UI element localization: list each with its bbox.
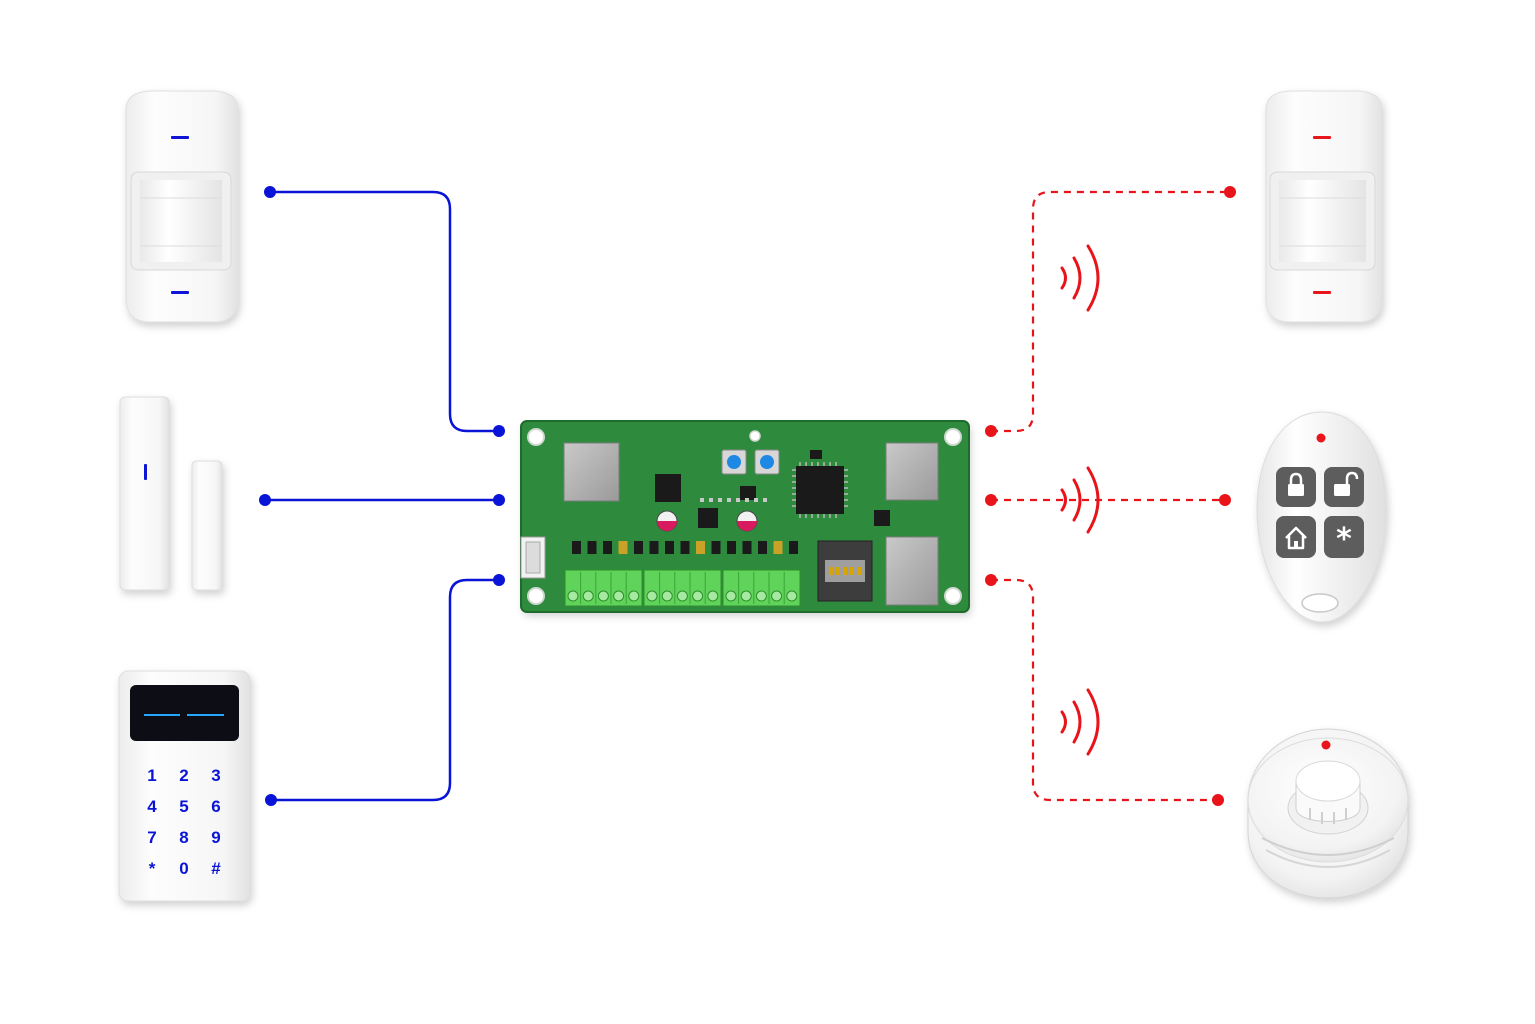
pir-motion-sensor-icon <box>1265 90 1383 323</box>
terminal-screw <box>646 590 658 602</box>
home-icon <box>1276 516 1316 558</box>
keypad-key: 7 <box>147 828 156 847</box>
keypad-key: 1 <box>147 766 156 785</box>
terminal-screw <box>786 590 798 602</box>
terminal-screw <box>755 590 767 602</box>
keypad-key: 3 <box>211 766 220 785</box>
wireless-connections <box>985 186 1236 806</box>
keypad-key: 4 <box>147 797 157 816</box>
wireless-link-pir <box>991 190 1230 433</box>
terminal-screw <box>707 590 719 602</box>
smd-component <box>572 541 581 554</box>
wired-connections <box>259 186 505 806</box>
smd-component <box>634 541 643 554</box>
radio-wave-icon <box>1060 244 1100 312</box>
terminal-screw <box>692 590 704 602</box>
smd-component <box>696 541 705 554</box>
pcb-smd-components <box>572 498 798 554</box>
smd-pad <box>727 498 731 502</box>
pir-motion-sensor-icon <box>125 90 239 323</box>
smd-pad <box>736 498 740 502</box>
keypad-keys: 1 2 3 4 5 6 7 8 9 * 0 # <box>147 766 221 878</box>
keypad-key: 8 <box>179 828 188 847</box>
terminal-screw <box>676 590 688 602</box>
terminal-screw <box>740 590 752 602</box>
key-fob-buttons: * <box>1276 467 1364 558</box>
smd-pad <box>763 498 767 502</box>
terminal-screw <box>725 590 737 602</box>
smd-component <box>665 541 674 554</box>
keypad-key: 2 <box>179 766 188 785</box>
smd-pad <box>745 498 749 502</box>
keypad-key: 9 <box>211 828 220 847</box>
terminal-screw <box>661 590 673 602</box>
radio-wave-icon <box>1060 466 1100 534</box>
radio-wave-icon <box>1060 688 1100 756</box>
smoke-detector-icon <box>1247 728 1409 899</box>
smd-pad <box>718 498 722 502</box>
smd-component <box>587 541 597 554</box>
smd-pad <box>754 498 758 502</box>
keypad-key: 5 <box>179 797 188 816</box>
smd-component <box>773 541 783 554</box>
smd-component <box>603 541 612 554</box>
wireless-link-smoke <box>991 578 1218 802</box>
terminal-screw <box>628 590 640 602</box>
smd-component <box>711 541 721 554</box>
smd-component <box>680 541 690 554</box>
keypad-icon <box>118 670 251 902</box>
smd-component <box>727 541 736 554</box>
smd-component <box>649 541 659 554</box>
terminal-blocks <box>564 569 801 607</box>
wired-link-pir <box>270 190 499 433</box>
keypad-key: 0 <box>179 859 188 878</box>
asterisk-icon: * <box>1324 516 1364 558</box>
terminal-screw <box>582 590 594 602</box>
terminal-screw <box>597 590 609 602</box>
smd-component <box>742 541 752 554</box>
terminal-screw <box>613 590 625 602</box>
terminal-screw <box>771 590 783 602</box>
unlock-icon <box>1324 467 1364 507</box>
door-contact-sensor-icon <box>119 396 223 591</box>
smd-component <box>618 541 628 554</box>
smd-pad <box>700 498 704 502</box>
keypad-key: 6 <box>211 797 220 816</box>
smd-component <box>789 541 798 554</box>
key-fob-icon <box>1256 411 1387 623</box>
asterisk-label: * <box>1336 522 1352 557</box>
smd-pad <box>709 498 713 502</box>
keypad-key: * <box>149 859 156 878</box>
terminal-screw <box>567 590 579 602</box>
wired-link-keypad <box>271 578 499 802</box>
smd-component <box>758 541 767 554</box>
pcb-control-panel-icon <box>520 420 970 613</box>
keypad-key: # <box>211 859 221 878</box>
lock-icon <box>1276 467 1316 507</box>
